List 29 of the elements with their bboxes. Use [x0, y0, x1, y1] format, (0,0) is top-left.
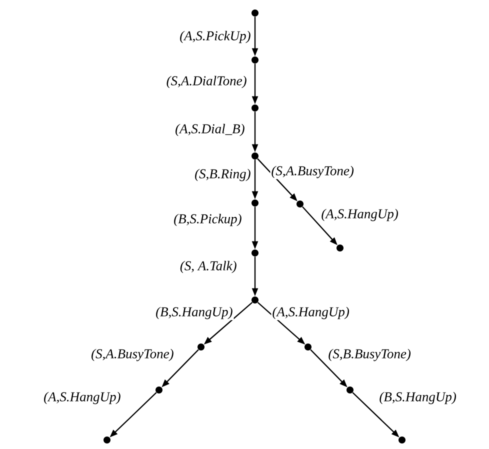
state-dot — [296, 200, 304, 208]
state-dot — [252, 56, 258, 64]
edge-label: (B,S.HangUp) — [378, 390, 458, 406]
state-dot — [156, 386, 162, 394]
state-dot — [252, 296, 258, 304]
edge-label: (A,S.PickUp) — [178, 30, 252, 44]
state-dot — [398, 436, 406, 444]
state-dot — [304, 344, 312, 350]
state-dot — [252, 104, 258, 112]
edge-label: (A,S.Dial_B) — [174, 122, 246, 138]
state-dot — [252, 200, 258, 206]
edge-label: (S,B.BusyTone) — [327, 348, 412, 362]
edge-label: (A,S.HangUp) — [271, 306, 350, 320]
edge-label: (S,A.BusyTone) — [90, 348, 175, 362]
state-dot — [346, 386, 354, 394]
state-dot — [252, 10, 258, 16]
edge-label: (S, A.Talk) — [178, 260, 238, 274]
edge-label: (B,S.HangUp) — [154, 306, 234, 320]
edge-label: (S,A.BusyTone) — [270, 164, 355, 180]
edge-label: (S,A.DialTone) — [165, 74, 248, 90]
edge-label: (A,S.HangUp) — [320, 208, 400, 222]
state-dot — [252, 250, 258, 256]
state-dot — [336, 244, 344, 252]
edge-label: (A,S.HangUp) — [42, 390, 122, 406]
state-dot — [104, 436, 110, 444]
state-dot — [198, 344, 204, 350]
edge-label: (B,S.Pickup) — [172, 212, 243, 228]
state-dot — [252, 152, 258, 160]
edge-label: (S,B.Ring) — [194, 168, 252, 182]
